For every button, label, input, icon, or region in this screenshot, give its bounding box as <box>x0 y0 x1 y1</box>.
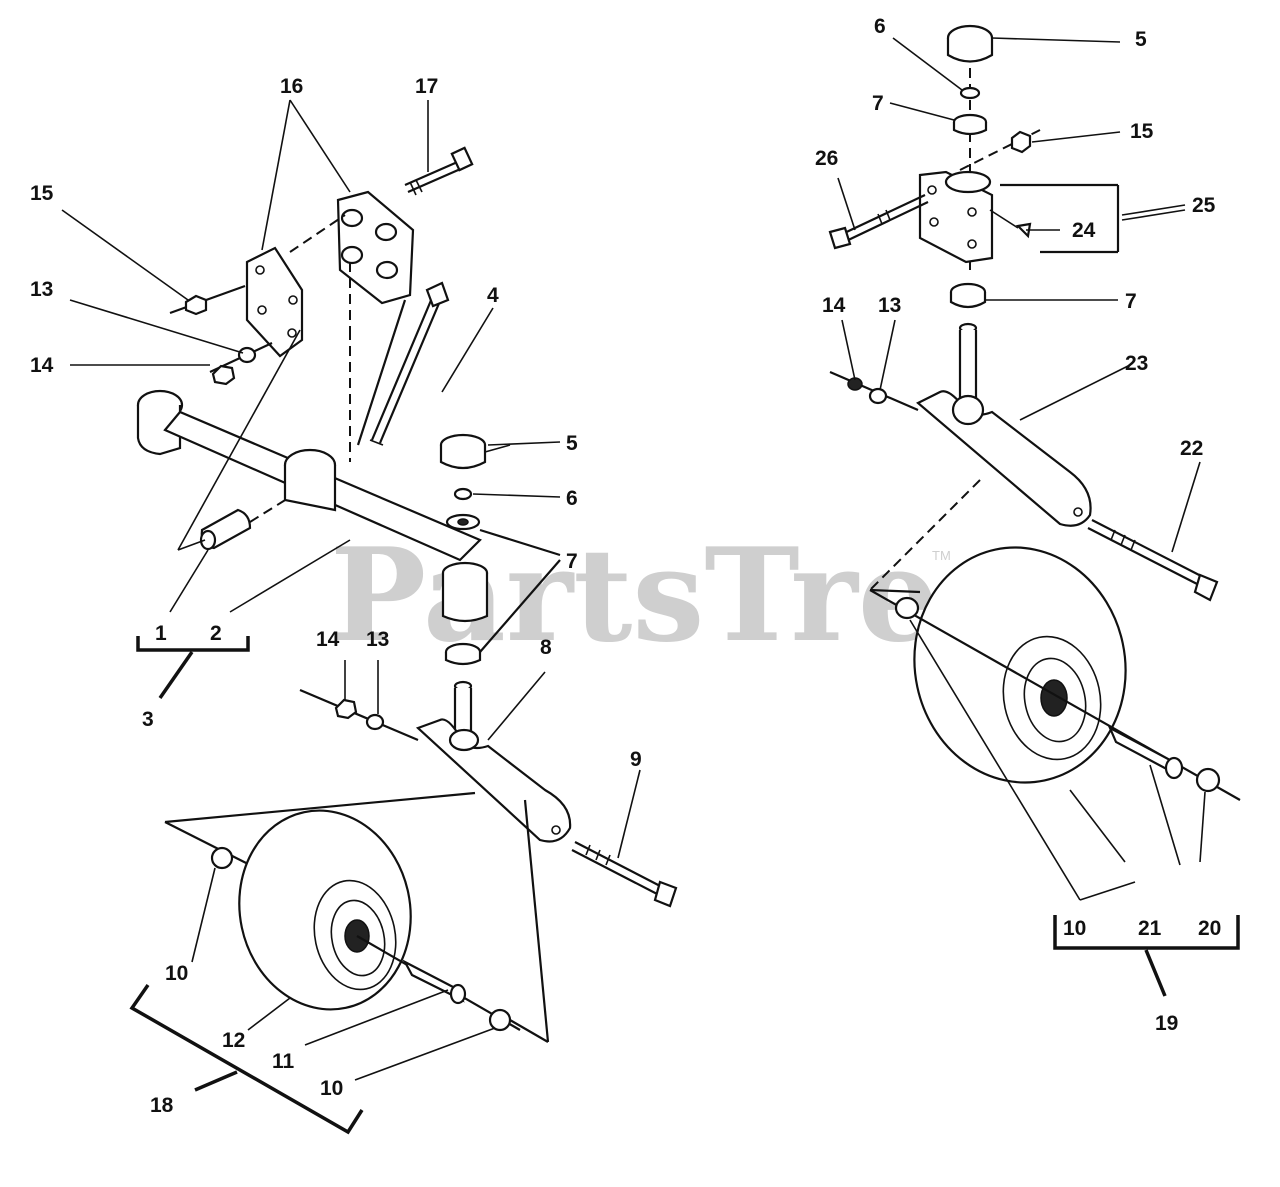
cap-5-right <box>946 24 994 63</box>
nut-15-left <box>169 284 246 316</box>
callout-22: 22 <box>1180 437 1203 460</box>
callout-14-right: 14 <box>822 294 846 317</box>
mount-block-25 <box>918 170 1120 264</box>
callout-9: 9 <box>630 748 642 771</box>
callout-7-right-top: 7 <box>872 92 884 115</box>
fork-8-left <box>415 680 572 843</box>
bracket-18-leader <box>194 1070 238 1092</box>
bearing-7-right-lower <box>949 282 987 309</box>
bracket-19-leader <box>1144 949 1167 997</box>
leader-lines-right <box>837 37 1206 901</box>
bolt-26 <box>828 194 929 250</box>
callout-20: 20 <box>1198 917 1221 940</box>
wheel-right <box>869 546 1241 801</box>
bolt-22 <box>1087 519 1219 602</box>
callout-6-right: 6 <box>874 15 886 38</box>
callout-21: 21 <box>1138 917 1162 940</box>
callout-5-right: 5 <box>1135 28 1147 51</box>
watermark-trademark: TM <box>932 548 951 563</box>
callout-13-left-lower: 13 <box>366 628 389 651</box>
callout-1: 1 <box>155 622 167 645</box>
bearing-7-right-top <box>952 113 988 136</box>
callout-10-right: 10 <box>1063 917 1086 940</box>
cap-5-left <box>439 433 511 470</box>
callout-15-left: 15 <box>30 182 54 205</box>
washer-nut-left-lower <box>299 688 419 742</box>
axle-beam <box>136 262 489 623</box>
bushing-1 <box>199 496 291 551</box>
callout-19: 19 <box>1155 1012 1178 1035</box>
nut-15-right <box>959 129 1041 171</box>
fork-23 <box>869 322 1092 594</box>
bolt-9 <box>571 841 678 908</box>
mounting-plates <box>245 190 415 358</box>
callout-7-left: 7 <box>566 550 578 573</box>
callout-10-left-lower: 10 <box>320 1077 343 1100</box>
callout-6-left: 6 <box>566 487 578 510</box>
callout-7-right-lower: 7 <box>1125 290 1137 313</box>
bearings-7-left <box>444 513 561 666</box>
bolt-17 <box>404 146 474 196</box>
callout-23: 23 <box>1125 352 1148 375</box>
bracket-19 <box>1053 915 1240 950</box>
callout-17: 17 <box>415 75 438 98</box>
callout-labels: 16 17 15 13 14 4 5 6 7 1 2 3 14 13 8 9 1… <box>30 15 1221 1117</box>
callout-2: 2 <box>210 622 222 645</box>
callout-8: 8 <box>540 636 552 659</box>
ring-6-left <box>453 487 473 501</box>
callout-10-left: 10 <box>165 962 188 985</box>
callout-13-right: 13 <box>878 294 901 317</box>
bolt-4 <box>369 281 450 446</box>
wheel-left <box>164 791 550 1043</box>
ring-6-right <box>959 86 981 100</box>
washer-nut-right <box>829 370 919 412</box>
callout-16: 16 <box>280 75 303 98</box>
washer-nut-left-top <box>209 342 273 386</box>
callout-4: 4 <box>487 284 499 307</box>
callout-5-left: 5 <box>566 432 578 455</box>
callout-25: 25 <box>1192 194 1216 217</box>
bracket-3 <box>136 636 250 652</box>
callout-11: 11 <box>272 1050 295 1073</box>
callout-26: 26 <box>815 147 838 170</box>
leader-lines-left <box>61 99 641 1081</box>
callout-12: 12 <box>222 1029 245 1052</box>
callout-15-right: 15 <box>1130 120 1154 143</box>
callout-13-left: 13 <box>30 278 53 301</box>
callout-24: 24 <box>1072 219 1096 242</box>
bracket-3-leader <box>158 651 194 699</box>
callout-18: 18 <box>150 1094 174 1117</box>
bracket-18 <box>129 984 364 1135</box>
callout-3: 3 <box>142 708 154 731</box>
callout-14-left-lower: 14 <box>316 628 340 651</box>
callout-14-left: 14 <box>30 354 54 377</box>
